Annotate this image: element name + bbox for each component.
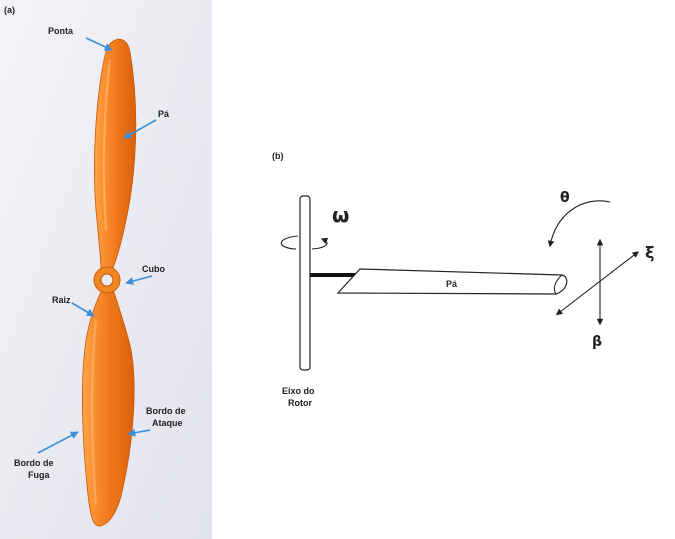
label-raiz: Raiz	[52, 295, 71, 305]
label-ponta: Ponta	[48, 26, 74, 36]
label-eixo-line1: Eixo do	[282, 386, 315, 396]
panel-b: (b) ω Pá θ β ξ Eixo do Rotor	[272, 151, 654, 408]
panel-a: (a) Ponta Pá Cubo Raiz Bordo de Ataque B…	[0, 0, 212, 539]
label-xi: ξ	[645, 243, 654, 262]
panel-a-tag: (a)	[4, 5, 15, 15]
label-bordo-fuga-line2: Fuga	[28, 470, 50, 480]
blade-label: Pá	[446, 279, 458, 289]
xi-arrow	[560, 252, 638, 312]
label-pa: Pá	[158, 109, 170, 119]
label-cubo: Cubo	[142, 264, 165, 274]
label-beta: β	[592, 334, 602, 350]
label-bordo-fuga-line1: Bordo de	[14, 458, 54, 468]
theta-arrow	[550, 201, 610, 246]
panel-b-tag: (b)	[272, 151, 284, 161]
label-theta: θ	[560, 190, 570, 206]
label-bordo-ataque-line2: Ataque	[152, 418, 183, 428]
propeller-hub-hole	[101, 274, 113, 286]
rotor-shaft	[300, 196, 310, 370]
label-bordo-ataque-line1: Bordo de	[146, 406, 186, 416]
label-eixo-line2: Rotor	[288, 398, 312, 408]
label-omega: ω	[332, 203, 349, 227]
